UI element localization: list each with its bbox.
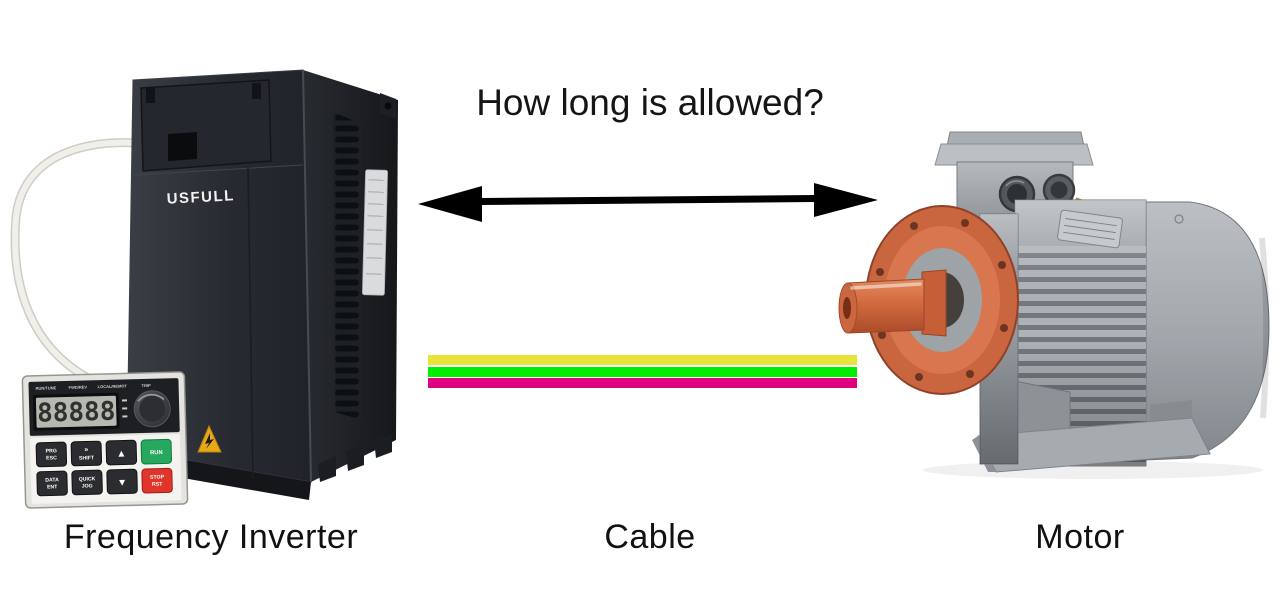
keypad-display: 88888 xyxy=(32,392,128,431)
keypad-button-stop-rst[interactable]: STOPRST xyxy=(141,467,173,494)
mounting-tab-top xyxy=(380,93,396,119)
indicator-local-remot: LOCAL/REMOT xyxy=(98,383,128,389)
indicator-run-tune: RUN/TUNE xyxy=(36,385,57,391)
keypad-indicator-labels: RUN/TUNE FWD/REV LOCAL/REMOT TRIP xyxy=(36,383,152,391)
svg-text:DATAENT: DATAENT xyxy=(45,477,59,490)
cable-wire-magenta xyxy=(428,378,857,388)
svg-text:STOPRST: STOPRST xyxy=(150,474,165,487)
usfull-logo: USFULL xyxy=(166,187,235,208)
caption-motor: Motor xyxy=(1035,518,1125,556)
keypad-button-up[interactable]: ▲ xyxy=(105,439,138,466)
flange-bolt-holes xyxy=(876,219,1008,381)
rear-cap-screw xyxy=(1174,214,1184,224)
keypad-button-run[interactable]: RUN xyxy=(140,438,173,465)
caption-frequency-inverter: Frequency Inverter xyxy=(63,518,359,556)
keypad-knob[interactable] xyxy=(133,390,171,428)
vent-grille xyxy=(333,112,362,420)
front-seam-horizontal xyxy=(132,164,304,176)
keypad-button-prg-esc[interactable]: PRGESC xyxy=(35,441,68,468)
rear-cap-edge xyxy=(1259,237,1270,419)
indicator-fwd-rev: FWD/REV xyxy=(69,384,88,389)
keypad-recess xyxy=(140,79,272,172)
svg-text:»SHIFT: »SHIFT xyxy=(79,446,95,461)
arrow-shape xyxy=(418,183,878,222)
cable-wire-yellow xyxy=(428,355,857,365)
motor-nameplate xyxy=(1057,209,1123,249)
front-seam-vertical xyxy=(247,166,254,480)
keypad: RUN/TUNE FWD/REV LOCAL/REMOT TRIP 88888 xyxy=(21,371,189,509)
frequency-inverter-illustration: USFULL xyxy=(10,69,398,509)
cable-gland-2 xyxy=(1042,173,1076,207)
svg-text:QUICKJOG: QUICKJOG xyxy=(79,476,96,489)
mounting-feet xyxy=(318,434,392,482)
svg-text:RUN: RUN xyxy=(150,450,163,456)
keypad-button-quick-jog[interactable]: QUICKJOG xyxy=(71,469,103,496)
indicator-trip: TRIP xyxy=(142,383,152,388)
seven-segment-readout: 88888 xyxy=(37,397,116,429)
side-label-sticker xyxy=(362,169,388,296)
svg-text:PRGESC: PRGESC xyxy=(46,448,58,461)
keypad-button-data-ent[interactable]: DATAENT xyxy=(36,470,68,497)
motor-shaft xyxy=(838,269,947,337)
keypad-button-down[interactable]: ▼ xyxy=(106,468,138,495)
keypad-button-shift[interactable]: »SHIFT xyxy=(70,440,103,467)
warning-triangle-icon xyxy=(197,424,222,453)
svg-text:▼: ▼ xyxy=(117,477,127,488)
front-corner-edge xyxy=(302,69,312,483)
bidirectional-arrow xyxy=(418,183,878,222)
motor-illustration xyxy=(838,131,1270,479)
caption-cable: Cable xyxy=(604,518,696,556)
question-text: How long is allowed? xyxy=(476,82,824,123)
svg-text:▲: ▲ xyxy=(116,448,126,459)
motor-rear-cap xyxy=(1145,201,1270,461)
cable-wire-green xyxy=(428,366,857,377)
